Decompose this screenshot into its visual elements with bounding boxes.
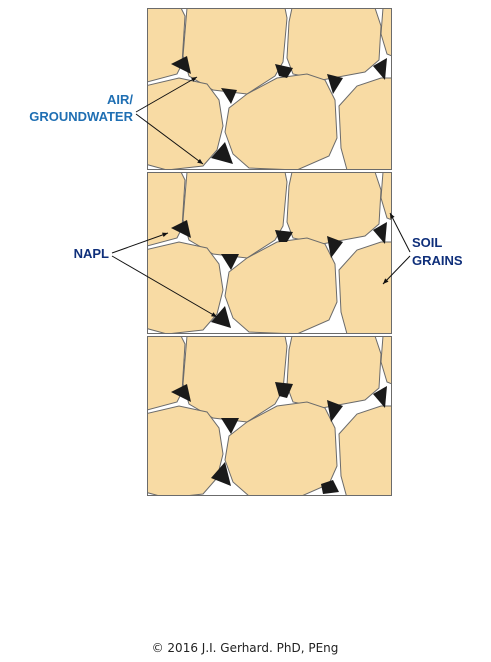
panel-bottom-frame bbox=[147, 336, 392, 496]
soil-grain bbox=[380, 172, 392, 221]
soil-grain bbox=[286, 8, 382, 81]
arrowhead bbox=[197, 158, 203, 164]
napl-blob bbox=[321, 480, 339, 494]
soil-grain bbox=[147, 241, 224, 334]
soil-label-line2: GRAINS bbox=[412, 253, 463, 268]
napl-arrow-upper bbox=[111, 232, 169, 254]
panel-middle bbox=[147, 172, 392, 334]
panel-middle-frame bbox=[147, 172, 392, 334]
panel-top bbox=[147, 8, 392, 170]
soil-arrow-lower bbox=[382, 255, 411, 285]
air-arrow-lower bbox=[135, 113, 204, 165]
napl-blob bbox=[327, 236, 343, 258]
soil-grain bbox=[286, 336, 382, 409]
copyright-text: © 2016 J.I. Gerhard. PhD, PEng bbox=[152, 641, 339, 655]
napl-blob bbox=[211, 306, 231, 328]
soil-grain bbox=[224, 401, 338, 496]
soil-grain bbox=[380, 8, 392, 57]
panel-bottom bbox=[147, 336, 392, 496]
soil-grain bbox=[147, 405, 224, 496]
napl-label: NAPL bbox=[74, 246, 109, 261]
napl-blob bbox=[275, 230, 293, 242]
napl-blob bbox=[211, 142, 233, 164]
napl-blob bbox=[327, 74, 343, 94]
napl-blob bbox=[373, 222, 387, 244]
napl-blob bbox=[221, 88, 237, 104]
napl-blob bbox=[373, 58, 387, 80]
soil-grain bbox=[380, 336, 392, 385]
panel-top-frame bbox=[147, 8, 392, 170]
soil-grain bbox=[286, 172, 382, 245]
napl-blob bbox=[171, 56, 191, 74]
air-label-line1: AIR/ bbox=[107, 92, 133, 107]
napl-blob bbox=[275, 382, 293, 398]
soil-grain bbox=[338, 405, 392, 496]
napl-blob bbox=[275, 64, 293, 78]
soil-label-line1: SOIL bbox=[412, 235, 442, 250]
soil-grain bbox=[338, 77, 392, 170]
soil-grain bbox=[147, 8, 186, 83]
air-label-line2: GROUNDWATER bbox=[29, 109, 133, 124]
napl-blob bbox=[373, 386, 387, 408]
napl-blob bbox=[221, 418, 239, 434]
soil-grain bbox=[338, 241, 392, 334]
soil-grain bbox=[147, 77, 224, 170]
arrowhead bbox=[162, 232, 168, 238]
napl-blob bbox=[221, 254, 239, 270]
napl-arrow-lower bbox=[111, 255, 218, 318]
soil-grain bbox=[147, 336, 186, 411]
soil-grain bbox=[224, 73, 338, 170]
leader-arrows bbox=[111, 76, 411, 318]
napl-blob bbox=[327, 400, 343, 422]
arrowhead bbox=[191, 77, 197, 82]
napl-blob bbox=[211, 462, 231, 486]
napl-blob bbox=[171, 384, 191, 402]
air-arrow-upper bbox=[135, 76, 198, 113]
soil-grain bbox=[224, 237, 338, 334]
arrowhead bbox=[383, 278, 389, 284]
arrowhead bbox=[390, 213, 395, 219]
arrowhead bbox=[211, 312, 217, 317]
napl-blob bbox=[171, 220, 191, 238]
soil-arrow-upper bbox=[389, 212, 411, 253]
